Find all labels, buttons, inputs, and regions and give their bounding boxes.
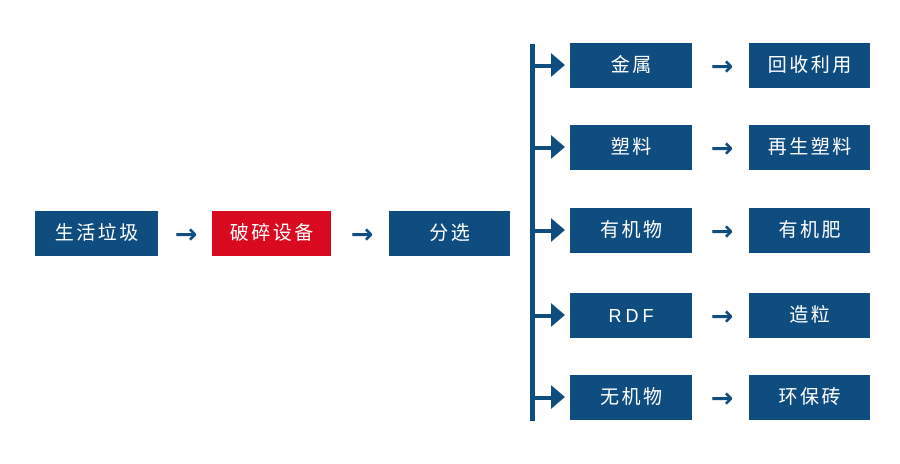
branch-connector-metal [533, 53, 565, 77]
branch-arrowhead-organic [551, 218, 565, 242]
branch-connector-organic [533, 218, 565, 242]
arrow-rdf-to-pelletizing: → [710, 300, 734, 332]
node-shredder[interactable]: 破碎设备 [212, 211, 331, 256]
arrow-plastic-to-recycled-plastic: → [710, 132, 734, 164]
branch-connector-inorganic [533, 385, 565, 409]
node-product-pelletizing[interactable]: 造粒 [749, 293, 870, 338]
node-material-inorganic[interactable]: 无机物 [570, 375, 692, 420]
node-material-metal[interactable]: 金属 [570, 43, 692, 88]
node-msw[interactable]: 生活垃圾 [35, 211, 158, 256]
branch-stub-metal [533, 64, 553, 68]
arrow-metal-to-recycling: → [710, 50, 734, 82]
branch-arrowhead-metal [551, 53, 565, 77]
branch-stub-inorganic [533, 396, 553, 400]
node-material-organic[interactable]: 有机物 [570, 208, 692, 253]
node-product-eco-brick[interactable]: 环保砖 [749, 375, 870, 420]
node-product-organic-fertilizer[interactable]: 有机肥 [749, 208, 870, 253]
node-product-recycled-plastic[interactable]: 再生塑料 [749, 125, 870, 170]
node-product-recycling[interactable]: 回收利用 [749, 43, 870, 88]
node-material-rdf[interactable]: RDF [570, 293, 692, 338]
branch-connector-plastic [533, 135, 565, 159]
arrow-msw-to-shredder: → [174, 218, 198, 250]
arrow-organic-to-fertilizer: → [710, 215, 734, 247]
branch-stub-rdf [533, 314, 553, 318]
branch-stub-plastic [533, 146, 553, 150]
branch-arrowhead-rdf [551, 303, 565, 327]
branch-connector-rdf [533, 303, 565, 327]
node-sorting[interactable]: 分选 [389, 211, 510, 256]
branch-arrowhead-inorganic [551, 385, 565, 409]
node-material-plastic[interactable]: 塑料 [570, 125, 692, 170]
branch-bus-line [530, 44, 535, 421]
branch-stub-organic [533, 229, 553, 233]
arrow-inorganic-to-eco-brick: → [710, 382, 734, 414]
branch-arrowhead-plastic [551, 135, 565, 159]
arrow-shredder-to-sorting: → [350, 218, 374, 250]
